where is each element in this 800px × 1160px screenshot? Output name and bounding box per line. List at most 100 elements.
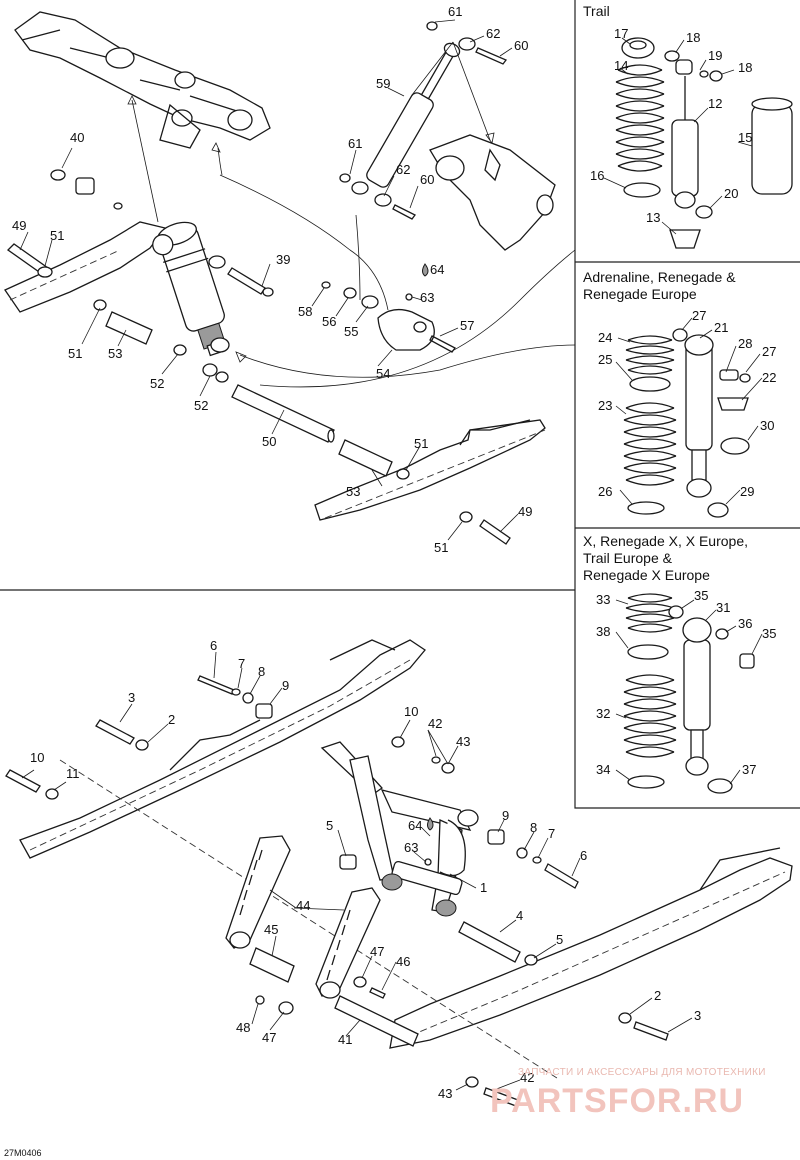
drawing-reference-code: 27M0406	[4, 1148, 42, 1158]
part-callout-20: 20	[724, 186, 738, 201]
part-callout-30: 30	[760, 418, 774, 433]
part-callout-8: 8	[258, 664, 265, 679]
part-callout-64: 64	[430, 262, 444, 277]
part-callout-46: 46	[396, 954, 410, 969]
part-callout-61: 61	[448, 4, 462, 19]
inset-title-adrenaline-1: Adrenaline, Renegade &	[583, 269, 736, 285]
part-callout-43: 43	[456, 734, 470, 749]
part-callout-22: 22	[762, 370, 776, 385]
inset-title-x-1: X, Renegade X, X Europe,	[583, 533, 748, 549]
part-callout-47: 47	[262, 1030, 276, 1045]
part-callout-3: 3	[128, 690, 135, 705]
part-callout-41: 41	[338, 1032, 352, 1047]
part-callout-26: 26	[598, 484, 612, 499]
part-callout-2: 2	[654, 988, 661, 1003]
part-callout-44: 44	[296, 898, 310, 913]
part-callout-51: 51	[50, 228, 64, 243]
part-callout-18: 18	[738, 60, 752, 75]
part-callout-5: 5	[326, 818, 333, 833]
part-callout-6: 6	[580, 848, 587, 863]
part-callout-23: 23	[598, 398, 612, 413]
part-callout-51: 51	[68, 346, 82, 361]
part-callout-64: 64	[408, 818, 422, 833]
callouts-trail-inset: 17 18 19 18 14 12 15 16 20 13	[590, 26, 752, 225]
top-assembly-drawing	[4, 11, 576, 545]
part-callout-3: 3	[694, 1008, 701, 1023]
part-callout-5: 5	[556, 932, 563, 947]
watermark-subtitle: ЗАПЧАСТИ И АКСЕССУАРЫ ДЛЯ МОТОТЕХНИКИ	[518, 1067, 766, 1078]
part-callout-11: 11	[66, 766, 80, 781]
inset-title-trail: Trail	[583, 3, 610, 19]
part-callout-35: 35	[762, 626, 776, 641]
part-callout-60: 60	[420, 172, 434, 187]
part-callout-24: 24	[598, 330, 612, 345]
part-callout-9: 9	[502, 808, 509, 823]
adrenaline-shock-assembly	[623, 328, 751, 518]
part-callout-28: 28	[738, 336, 752, 351]
part-callout-16: 16	[590, 168, 604, 183]
part-callout-4: 4	[516, 908, 523, 923]
part-callout-47: 47	[370, 944, 384, 959]
part-callout-42: 42	[428, 716, 442, 731]
part-callout-10: 10	[404, 704, 418, 719]
top-section-frame	[0, 0, 800, 809]
part-callout-35: 35	[694, 588, 708, 603]
part-callout-48: 48	[236, 1020, 250, 1035]
part-callout-17: 17	[614, 26, 628, 41]
part-callout-15: 15	[738, 130, 752, 145]
watermark-brand: PARTSFOR.RU	[490, 1082, 744, 1120]
part-callout-7: 7	[548, 826, 555, 841]
part-callout-13: 13	[646, 210, 660, 225]
part-callout-42: 42	[520, 1070, 534, 1085]
part-callout-55: 55	[344, 324, 358, 339]
part-callout-51: 51	[434, 540, 448, 555]
part-callout-8: 8	[530, 820, 537, 835]
part-callout-27: 27	[692, 308, 706, 323]
part-callout-52: 52	[150, 376, 164, 391]
part-callout-45: 45	[264, 922, 278, 937]
part-callout-9: 9	[282, 678, 289, 693]
part-callout-49: 49	[12, 218, 26, 233]
part-callout-53: 53	[108, 346, 122, 361]
part-callout-36: 36	[738, 616, 752, 631]
part-callout-57: 57	[460, 318, 474, 333]
part-callout-14: 14	[614, 58, 628, 73]
part-callout-60: 60	[514, 38, 528, 53]
inset-title-x-3: Renegade X Europe	[583, 567, 710, 583]
part-callout-43: 43	[438, 1086, 452, 1101]
part-callout-10: 10	[30, 750, 44, 765]
part-callout-39: 39	[276, 252, 290, 267]
part-callout-12: 12	[708, 96, 722, 111]
part-callout-50: 50	[262, 434, 276, 449]
inset-title-adrenaline-2: Renegade Europe	[583, 286, 697, 302]
part-callout-54: 54	[376, 366, 390, 381]
part-callout-59: 59	[376, 76, 390, 91]
part-callout-37: 37	[742, 762, 756, 777]
part-callout-58: 58	[298, 304, 312, 319]
part-callout-19: 19	[708, 48, 722, 63]
part-callout-25: 25	[598, 352, 612, 367]
part-callout-18: 18	[686, 30, 700, 45]
part-callout-6: 6	[210, 638, 217, 653]
trail-shock-assembly	[615, 37, 793, 249]
part-callout-33: 33	[596, 592, 610, 607]
part-callout-31: 31	[716, 600, 730, 615]
part-callout-62: 62	[486, 26, 500, 41]
part-callout-49: 49	[518, 504, 532, 519]
part-callout-61: 61	[348, 136, 362, 151]
part-callout-51: 51	[414, 436, 428, 451]
part-callout-63: 63	[420, 290, 434, 305]
part-callout-32: 32	[596, 706, 610, 721]
part-callout-62: 62	[396, 162, 410, 177]
part-callout-38: 38	[596, 624, 610, 639]
part-callout-52: 52	[194, 398, 208, 413]
part-callout-56: 56	[322, 314, 336, 329]
bottom-assembly-drawing	[5, 639, 793, 1107]
part-callout-1: 1	[480, 880, 487, 895]
part-callout-63: 63	[404, 840, 418, 855]
